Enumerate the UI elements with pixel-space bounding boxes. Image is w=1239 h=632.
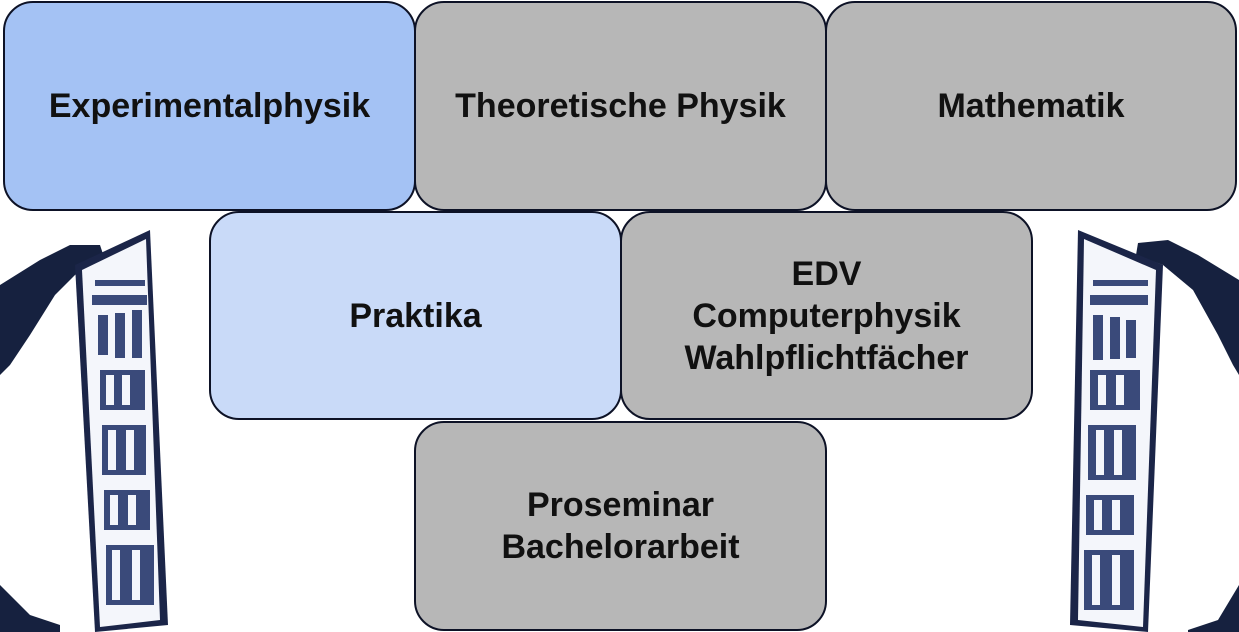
tile-label-line-3: Wahlpflichtfächer bbox=[684, 338, 969, 377]
tile-proseminar[interactable]: Proseminar Bachelorarbeit bbox=[414, 421, 827, 631]
tile-label-line-2: Bachelorarbeit bbox=[501, 528, 740, 566]
tile-theoretische-physik[interactable]: Theoretische Physik bbox=[414, 1, 827, 211]
tile-praktika[interactable]: Praktika bbox=[209, 211, 622, 420]
tile-mathematik[interactable]: Mathematik bbox=[825, 1, 1237, 211]
person-holding-poster-image-left bbox=[0, 230, 168, 632]
tile-label: Theoretische Physik bbox=[455, 87, 786, 125]
tile-edv[interactable]: EDV Computerphysik Wahlpflichtfächer bbox=[620, 211, 1033, 420]
person-holding-poster-image-right bbox=[1070, 230, 1239, 632]
tile-label: Praktika bbox=[349, 296, 482, 335]
tile-label-line-1: Proseminar bbox=[526, 486, 715, 524]
tile-label: Mathematik bbox=[937, 87, 1125, 125]
tile-label-line-1: EDV bbox=[791, 254, 862, 293]
tile-label-line-2: Computerphysik bbox=[692, 296, 961, 335]
tile-label: Experimentalphysik bbox=[48, 87, 371, 125]
tile-experimentalphysik[interactable]: Experimentalphysik bbox=[3, 1, 416, 211]
